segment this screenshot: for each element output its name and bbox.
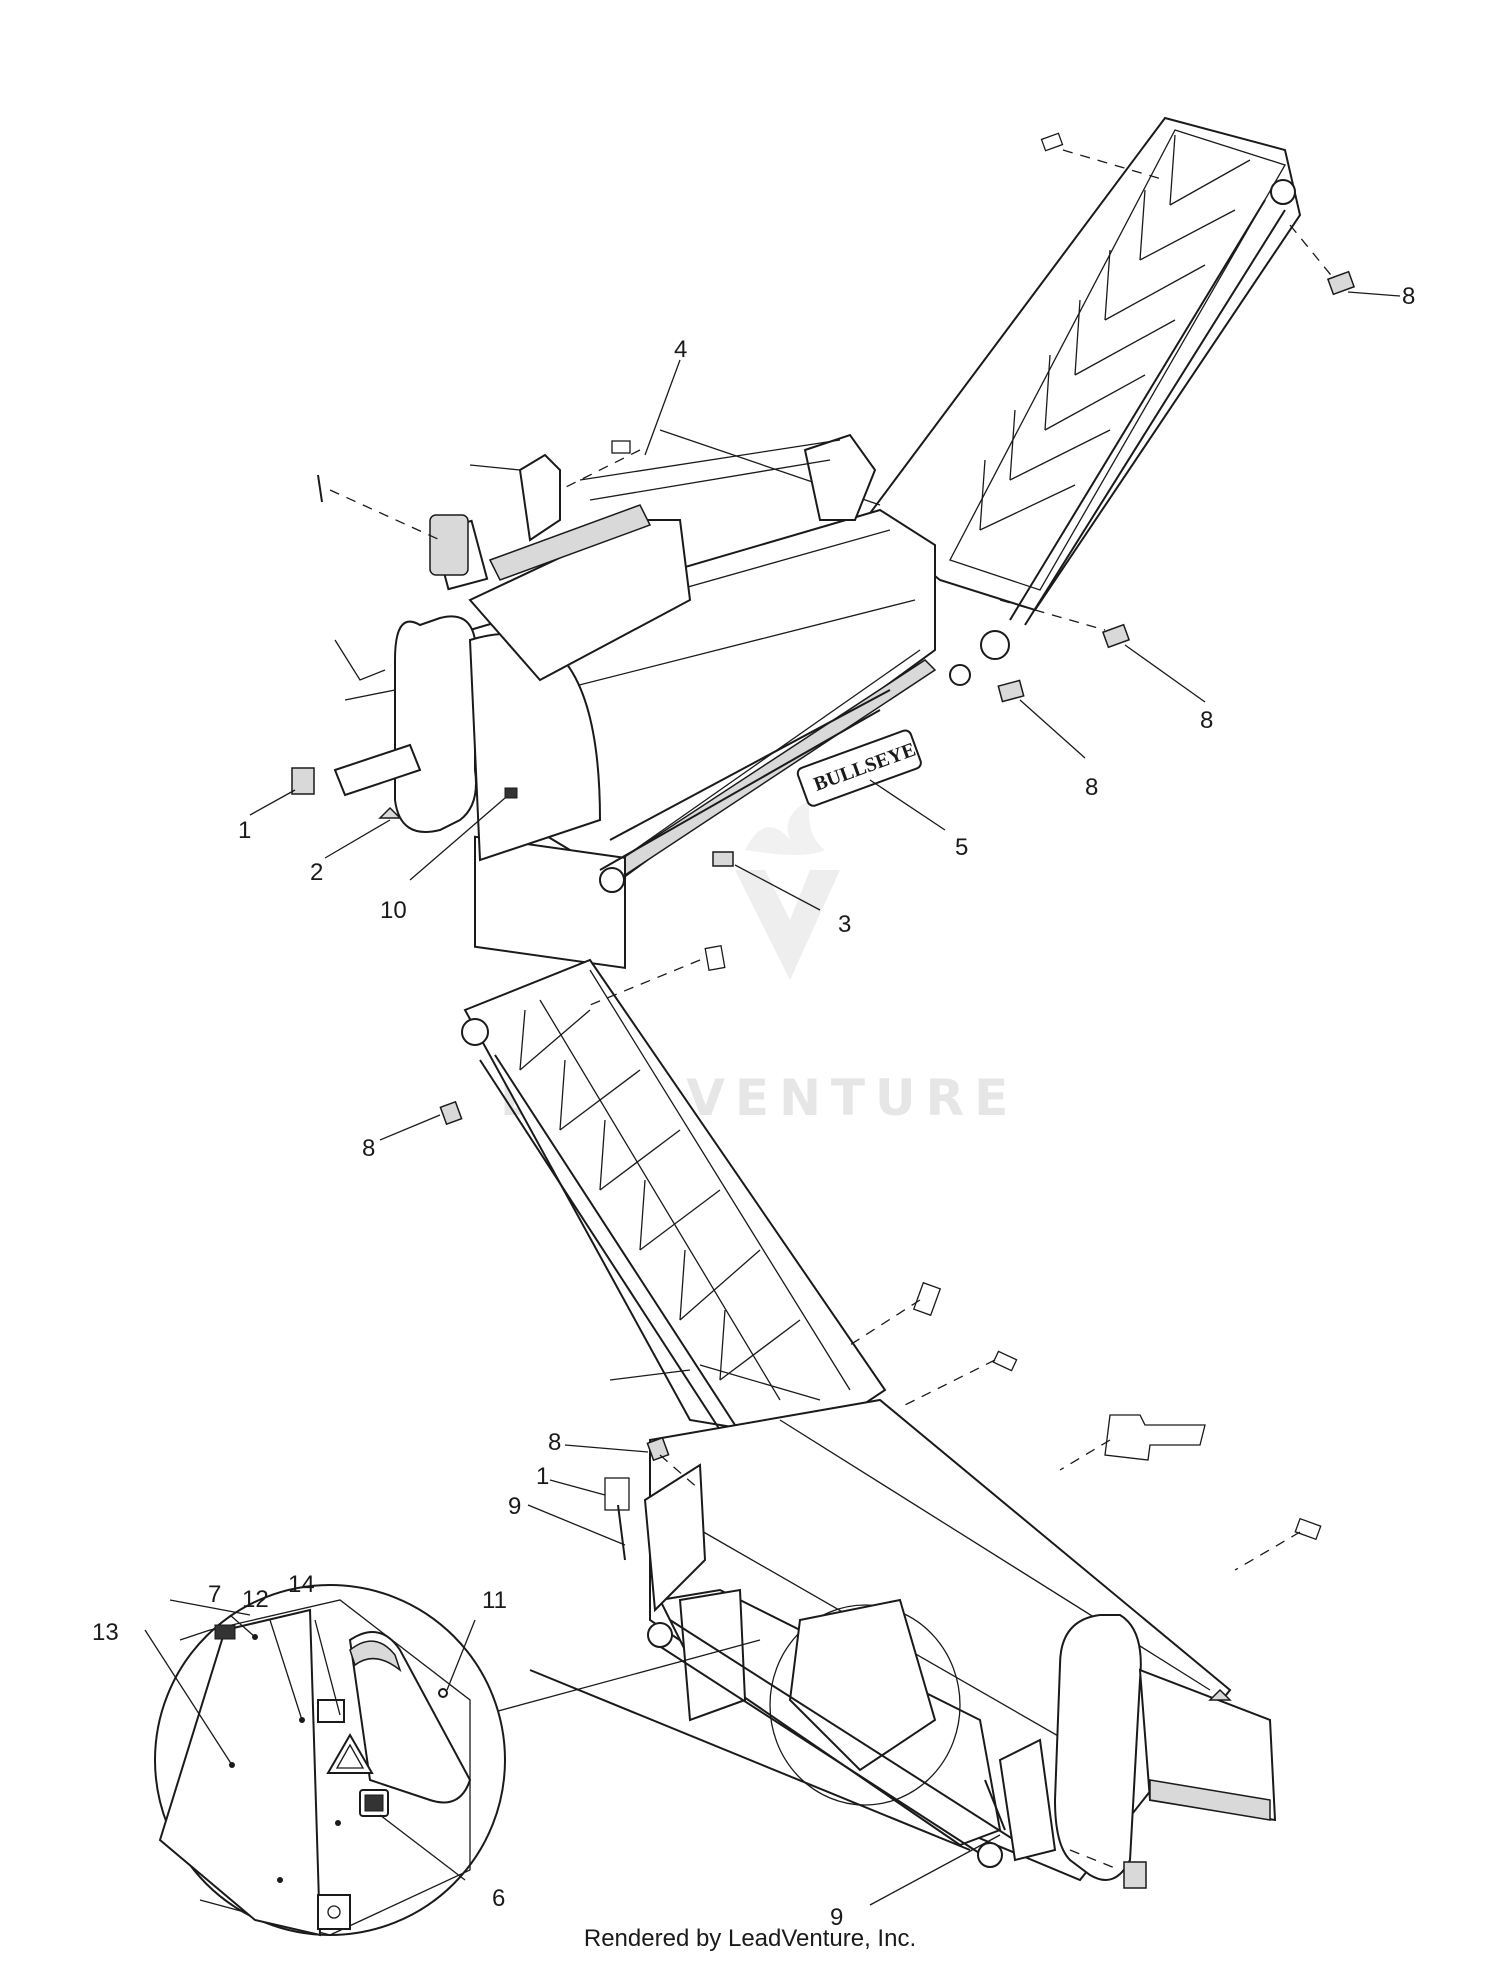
callout-13: 13 xyxy=(92,1619,119,1646)
callout-9-b: 9 xyxy=(830,1904,843,1931)
callout-8-d: 8 xyxy=(362,1135,375,1162)
callout-5: 5 xyxy=(955,834,968,861)
callout-6: 6 xyxy=(492,1885,505,1912)
top-main-body xyxy=(333,429,971,969)
callout-numbers: 4 8 8 8 5 3 1 2 10 8 8 1 9 9 7 12 14 11 … xyxy=(92,283,1415,1931)
callout-3: 3 xyxy=(838,911,851,938)
callout-8-a: 8 xyxy=(1402,283,1415,310)
callout-8-c: 8 xyxy=(1085,774,1098,801)
top-decals xyxy=(291,132,1356,867)
footer-credit: Rendered by LeadVenture, Inc. xyxy=(583,1925,917,1952)
top-dashed-lines xyxy=(329,149,1336,631)
callout-10: 10 xyxy=(380,897,407,924)
callout-8-e: 8 xyxy=(548,1429,561,1456)
callout-9-a: 9 xyxy=(508,1493,521,1520)
callout-11: 11 xyxy=(482,1587,507,1614)
leadventure-logo-icon xyxy=(735,800,840,980)
top-conveyor-arm xyxy=(863,116,1302,660)
callout-1-top: 1 xyxy=(238,817,251,844)
bottom-assembly xyxy=(379,945,1322,1906)
callout-14: 14 xyxy=(288,1571,315,1598)
top-assembly: BULLSEYE xyxy=(249,116,1401,969)
bottom-decals xyxy=(439,945,1322,1889)
callout-2: 2 xyxy=(310,859,323,886)
callout-12: 12 xyxy=(242,1586,269,1613)
bottom-dashed-lines xyxy=(589,959,1301,1871)
bottom-callout-leaders xyxy=(379,1114,1001,1906)
callout-7: 7 xyxy=(208,1581,221,1608)
callout-8-b: 8 xyxy=(1200,707,1213,734)
bottom-main-body xyxy=(529,1364,1277,1882)
bottom-conveyor-arm xyxy=(461,958,887,1442)
callout-1-bottom: 1 xyxy=(536,1463,549,1490)
detail-view xyxy=(144,1584,506,1937)
top-callout-leaders xyxy=(249,291,1401,911)
callout-4: 4 xyxy=(674,336,687,363)
